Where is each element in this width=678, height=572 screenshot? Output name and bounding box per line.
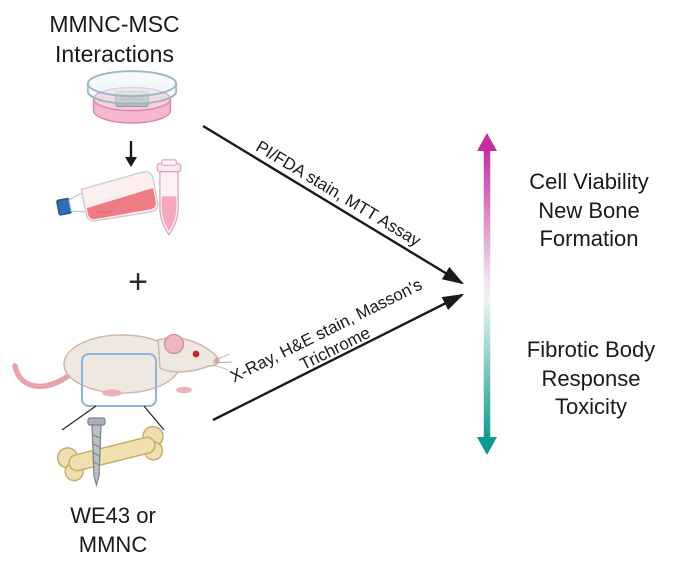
gradient-scale-arrow: [477, 133, 497, 455]
outcome-positive: Cell Viability New Bone Formation: [505, 168, 673, 254]
specimen-label-line2: MMNC: [78, 531, 148, 557]
highlight-box: [81, 353, 157, 407]
diagram-title-line1: MMNC-MSC: [49, 11, 180, 37]
bone-screw-icon: [56, 417, 164, 488]
outcome-positive-line1: Cell Viability: [529, 169, 649, 194]
microcentrifuge-tube-icon: [156, 159, 182, 236]
rat-icon: [12, 333, 233, 397]
plus-sign: +: [128, 263, 148, 301]
down-arrow-icon: [125, 141, 137, 167]
outcome-negative-line1: Fibrotic Body: [526, 337, 656, 362]
specimen-label: WE43 or MMNC: [13, 502, 213, 559]
outcome-positive-line3: Formation: [539, 226, 639, 252]
specimen-group: [12, 333, 233, 488]
outcome-negative-line2: Response: [541, 365, 641, 391]
specimen-label-line1: WE43 or: [70, 503, 156, 528]
diagram-title-line2: Interactions: [55, 40, 174, 67]
callout-lines: [61, 405, 165, 431]
outcome-positive-line2: New Bone: [538, 197, 640, 223]
petri-dish-icon: [86, 70, 178, 124]
diagram-title: MMNC-MSC Interactions: [12, 10, 217, 70]
outcome-negative: Fibrotic Body Response Toxicity: [505, 336, 677, 422]
outcome-negative-line3: Toxicity: [554, 394, 628, 420]
culture-flask-icon: [56, 171, 159, 222]
